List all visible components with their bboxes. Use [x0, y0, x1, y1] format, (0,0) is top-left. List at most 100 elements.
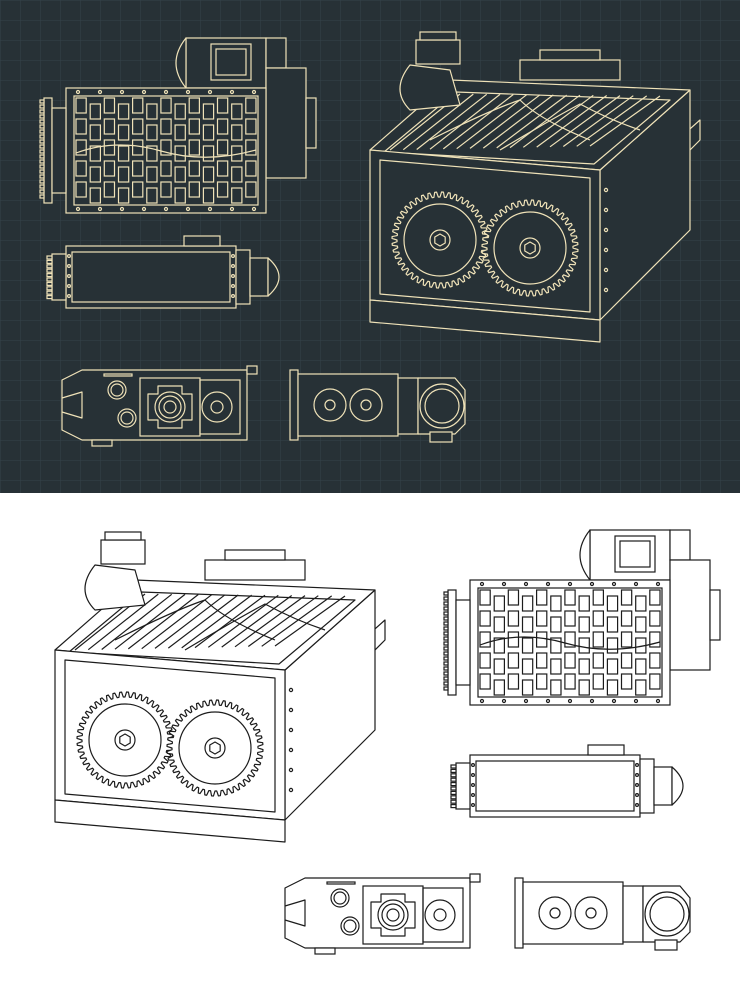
rotor-center-line — [479, 636, 661, 650]
cutter-blade — [564, 652, 576, 669]
cutter-blade — [535, 589, 548, 606]
gear-tooth — [443, 661, 449, 666]
motor-end-face-inner — [649, 896, 685, 932]
side-bolt — [231, 273, 236, 278]
cutter-blade — [521, 658, 534, 675]
bearing-block — [622, 885, 644, 943]
cutter-blade-edge — [549, 95, 621, 148]
cutter-blade-edge — [167, 594, 239, 649]
gear-tooth — [443, 646, 449, 651]
cutter-blade — [507, 652, 520, 669]
cutter-blade — [550, 658, 562, 675]
gear-tooth — [443, 596, 449, 601]
gear-tooth — [443, 626, 449, 631]
cutter-blade — [578, 679, 590, 696]
cutter-blade — [635, 595, 647, 612]
cutter-blade — [75, 160, 87, 177]
cutter-blade-edge — [194, 594, 266, 649]
frame-bolt — [185, 89, 191, 95]
gear-tooth — [39, 124, 45, 129]
wall-bolt — [288, 727, 294, 733]
cutter-blade-edge — [261, 595, 333, 647]
feed-opening — [284, 899, 306, 927]
cutter-blade — [216, 139, 229, 156]
side-view-drawing — [450, 744, 684, 818]
frame-bolt — [119, 206, 125, 212]
cutter-blade — [635, 658, 647, 675]
gear-tooth — [39, 139, 45, 144]
drive-gear-right — [166, 699, 264, 797]
gear-tooth — [450, 781, 457, 787]
cutter-blade — [117, 187, 130, 204]
end-flange-left — [289, 369, 299, 441]
frame-bolt — [141, 89, 147, 95]
cutter-blade — [564, 631, 576, 648]
gear-reducer — [265, 67, 307, 179]
gear-tooth — [39, 104, 45, 109]
gear-guard — [455, 762, 471, 810]
reducer-flange — [669, 529, 691, 561]
cutter-blade — [535, 610, 548, 627]
cutter-blade — [188, 160, 200, 177]
reducer-back — [519, 59, 621, 81]
frame-bolt — [633, 698, 639, 704]
cutter-blade — [231, 103, 243, 120]
mount-tab — [246, 365, 258, 375]
cutter-blade — [635, 679, 647, 696]
wall-bolt — [288, 707, 294, 713]
cutter-blade — [479, 589, 491, 606]
motor-end-face-inner — [424, 388, 460, 424]
cutter-blade — [649, 610, 661, 627]
frame-bolt — [545, 698, 551, 704]
frame-bolt — [611, 698, 617, 704]
cutter-blade — [131, 139, 144, 156]
cutter-blade — [174, 145, 186, 162]
side-bolt — [67, 283, 72, 288]
wall-bolt — [603, 187, 609, 193]
reducer-side — [653, 766, 673, 806]
cutter-blade-edge — [429, 93, 501, 150]
frame-bolt — [185, 206, 191, 212]
gear-hub-plate — [455, 599, 471, 686]
frame-bolt — [141, 206, 147, 212]
cutter-blade — [188, 97, 200, 114]
cutter-blade-edge — [127, 594, 199, 650]
motor-foot — [654, 939, 678, 951]
cutter-blade — [146, 145, 158, 162]
gear-reducer — [669, 559, 711, 671]
cutter-blade — [202, 145, 215, 162]
side-bolt — [231, 254, 236, 259]
gear-tooth — [450, 795, 457, 800]
gear-tooth — [46, 255, 53, 260]
cutter-blade — [231, 124, 243, 141]
gear-tooth — [46, 290, 53, 295]
cutter-blade-edge — [141, 594, 213, 650]
gear-tooth — [450, 803, 457, 809]
cutter-blade — [521, 637, 534, 654]
light-line-drawing-panel — [0, 493, 740, 987]
cutter-blade-edge — [101, 593, 173, 650]
cutter-blade — [592, 610, 604, 627]
side-bolt — [635, 782, 640, 787]
side-bolt — [231, 264, 236, 269]
gear-tooth — [39, 119, 45, 124]
frame-bolt — [97, 206, 103, 212]
drive-gear-left — [391, 191, 489, 289]
frame-bolt — [207, 206, 213, 212]
gear-tooth — [443, 686, 449, 691]
cutter-blade — [649, 589, 661, 606]
reducer-flange — [265, 37, 287, 69]
side-bolt — [635, 773, 640, 778]
rotor-right-shaft — [360, 399, 372, 411]
gear-tooth — [443, 606, 449, 611]
drive-gear-edge — [447, 589, 457, 696]
gear-tooth — [39, 174, 45, 179]
rotor-left-shaft — [549, 907, 561, 919]
cutter-blade-edge — [509, 94, 581, 149]
cutter-blade — [592, 673, 604, 690]
cutter-blade — [117, 124, 130, 141]
frame-bolt — [501, 581, 507, 587]
drive-gear-left — [76, 691, 174, 789]
gear-tooth — [450, 790, 457, 796]
cutter-blade — [89, 145, 102, 162]
